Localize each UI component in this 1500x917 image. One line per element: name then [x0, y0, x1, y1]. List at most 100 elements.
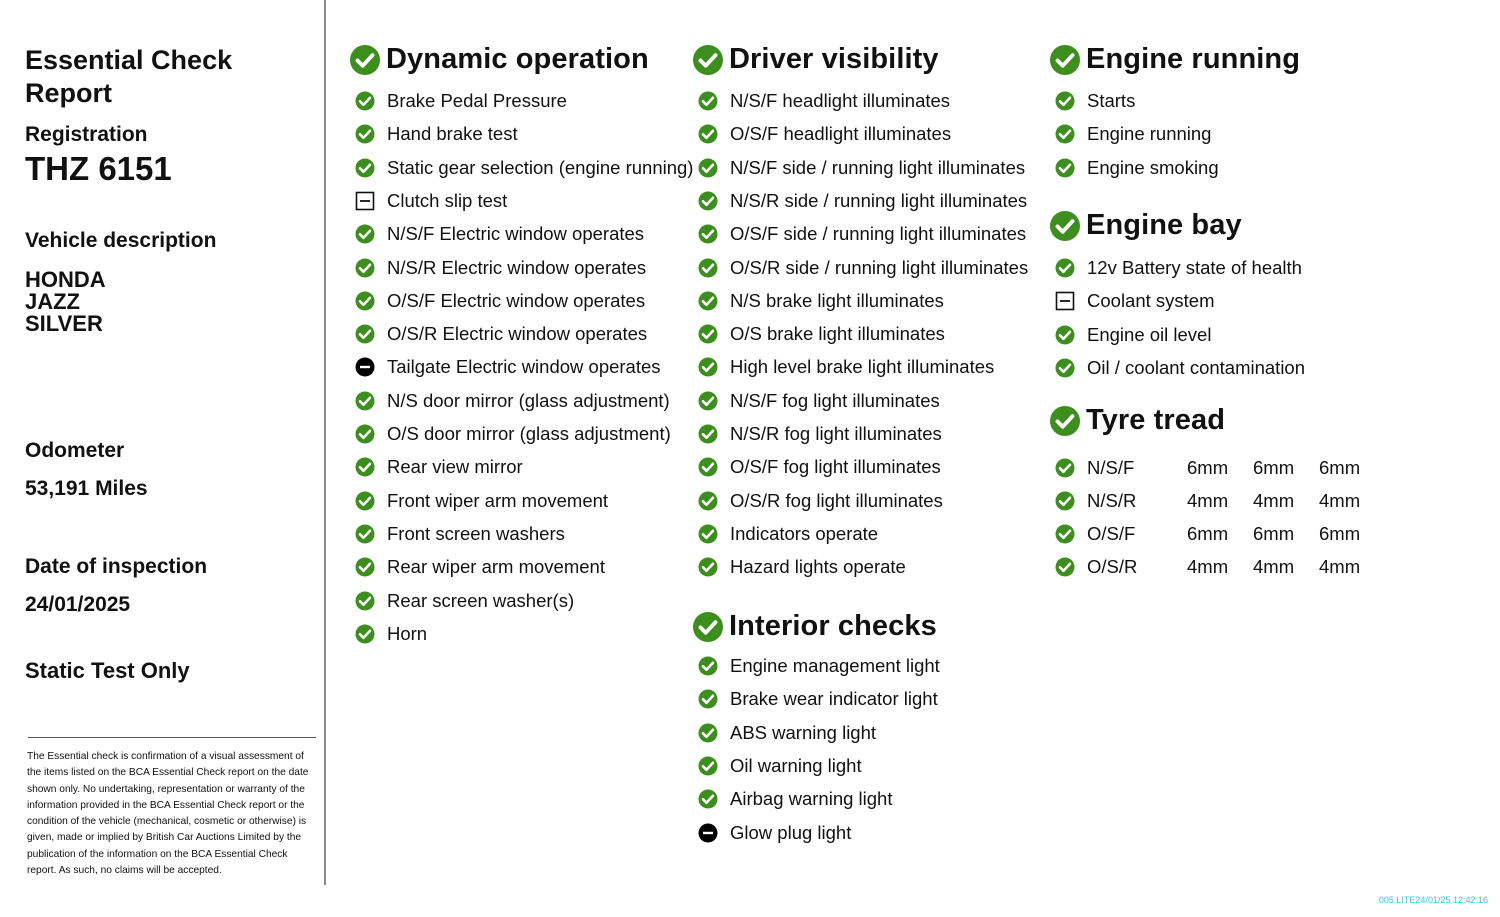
- check-item-label: N/S/R Electric window operates: [387, 256, 647, 278]
- check-item-label: Rear wiper arm movement: [387, 556, 605, 578]
- check-item: Horn: [355, 622, 427, 646]
- check-item: Coolant system: [1055, 289, 1215, 313]
- check-circle-icon: [1055, 358, 1075, 378]
- check-circle-icon: [693, 611, 723, 642]
- check-item-label: N/S door mirror (glass adjustment): [387, 389, 670, 411]
- check-circle-icon: [698, 191, 718, 211]
- check-item: O/S/F fog light illuminates: [698, 455, 941, 479]
- static-test-note: Static Test Only: [25, 658, 190, 683]
- section-header-dynamic: Dynamic operation: [350, 43, 649, 76]
- check-item-label: Oil warning light: [730, 754, 862, 776]
- check-item: O/S/F headlight illuminates: [698, 122, 951, 146]
- inspection-date-value: 24/01/2025: [25, 593, 131, 616]
- minus-square-icon: [355, 191, 375, 211]
- check-circle-icon: [355, 258, 375, 277]
- check-circle-icon: [355, 291, 375, 311]
- tyre-depth: 4mm: [1253, 490, 1295, 511]
- check-circle-icon: [355, 557, 375, 577]
- vehicle-colour: SILVER: [25, 311, 103, 336]
- check-item-label: Clutch slip test: [387, 189, 508, 211]
- check-item: Front wiper arm movement: [355, 489, 608, 513]
- check-item-label: Front screen washers: [387, 522, 565, 544]
- check-item-label: Starts: [1087, 90, 1136, 111]
- check-circle-icon: [698, 391, 718, 411]
- check-circle-icon: [1050, 44, 1080, 75]
- check-circle-icon: [698, 291, 718, 311]
- timestamp-stamp: 005 LITE24/01/25 12:42:16: [1378, 895, 1488, 905]
- check-circle-icon: [698, 557, 718, 577]
- check-circle-icon: [1055, 325, 1075, 345]
- check-item-label: Rear view mirror: [387, 456, 523, 478]
- section-header-engine-bay: Engine bay: [1050, 209, 1242, 242]
- check-item: N/S/R Electric window operates: [355, 256, 646, 280]
- check-circle-icon: [355, 391, 375, 411]
- check-item-label: O/S/F headlight illuminates: [730, 123, 952, 145]
- check-item: ABS warning light: [698, 721, 876, 745]
- check-item: High level brake light illuminates: [698, 355, 994, 379]
- minus-circle-icon: [698, 823, 718, 842]
- tyre-depth: 6mm: [1187, 523, 1229, 544]
- check-item: N/S/F side / running light illuminates: [698, 156, 1025, 180]
- check-item-label: O/S/R fog light illuminates: [730, 489, 943, 511]
- check-item: Static gear selection (engine running): [355, 156, 693, 180]
- check-item: Hazard lights operate: [698, 555, 906, 579]
- section-title-engine-running: Engine running: [1086, 43, 1301, 75]
- check-item: Engine management light: [698, 654, 940, 678]
- check-circle-icon: [698, 91, 718, 111]
- check-item: N/S/F Electric window operates: [355, 222, 644, 246]
- section-header-tyre: Tyre tread: [1050, 404, 1225, 437]
- check-circle-icon: [698, 491, 718, 511]
- check-item-label: High level brake light illuminates: [730, 356, 995, 378]
- check-circle-icon: [698, 224, 718, 244]
- check-circle-icon: [698, 656, 718, 676]
- check-item-label: N/S/F Electric window operates: [387, 223, 645, 245]
- check-item-label: Brake Pedal Pressure: [387, 90, 567, 111]
- check-item-label: O/S/R Electric window operates: [387, 323, 648, 345]
- check-item: Engine smoking: [1055, 156, 1219, 180]
- check-item-label: O/S/F fog light illuminates: [730, 456, 941, 478]
- check-item: O/S/R side / running light illuminates: [698, 256, 1028, 280]
- vehicle-description: HONDA JAZZ SILVER: [25, 269, 106, 335]
- check-item: N/S door mirror (glass adjustment): [355, 389, 670, 413]
- check-circle-icon: [1055, 158, 1075, 178]
- check-circle-icon: [355, 457, 375, 477]
- check-circle-icon: [355, 124, 375, 144]
- check-item: N/S/R side / running light illuminates: [698, 189, 1027, 213]
- check-circle-icon: [1055, 258, 1075, 278]
- check-item: O/S/R Electric window operates: [355, 322, 647, 346]
- tyre-position: O/S/R: [1087, 556, 1138, 577]
- check-item-label: Indicators operate: [730, 522, 879, 544]
- check-item-label: 12v Battery state of health: [1087, 257, 1302, 278]
- check-item-label: N/S/R side / running light illuminates: [730, 189, 1028, 211]
- check-circle-icon: [1055, 124, 1075, 144]
- section-title-interior: Interior checks: [729, 610, 937, 642]
- check-item-label: Rear screen washer(s): [387, 589, 575, 611]
- check-item-label: Coolant system: [1087, 290, 1215, 312]
- check-circle-icon: [1050, 210, 1080, 241]
- check-item-label: N/S brake light illuminates: [730, 289, 944, 311]
- tyre-depth: 4mm: [1187, 490, 1229, 511]
- check-item-label: O/S/F side / running light illuminates: [730, 223, 1027, 245]
- check-circle-icon: [355, 491, 375, 511]
- report-title: Essential Check Report: [25, 45, 233, 108]
- check-circle-icon: [355, 91, 375, 111]
- check-circle-icon: [698, 689, 718, 709]
- vehicle-description-label: Vehicle description: [25, 229, 217, 252]
- check-item: Engine oil level: [1055, 323, 1211, 347]
- check-item: Rear view mirror: [355, 455, 523, 479]
- vehicle-model: JAZZ: [25, 289, 80, 314]
- check-item: N/S/R fog light illuminates: [698, 422, 942, 446]
- check-item-label: Hand brake test: [387, 123, 518, 145]
- tyre-depth: 4mm: [1319, 490, 1361, 511]
- check-item-label: Glow plug light: [730, 821, 852, 843]
- check-item: Rear screen washer(s): [355, 589, 574, 613]
- section-header-engine-running: Engine running: [1050, 43, 1300, 76]
- check-circle-icon: [355, 424, 375, 444]
- minus-circle-icon: [355, 357, 375, 377]
- check-item-label: Airbag warning light: [730, 788, 893, 810]
- tyre-position: O/S/F: [1087, 523, 1136, 544]
